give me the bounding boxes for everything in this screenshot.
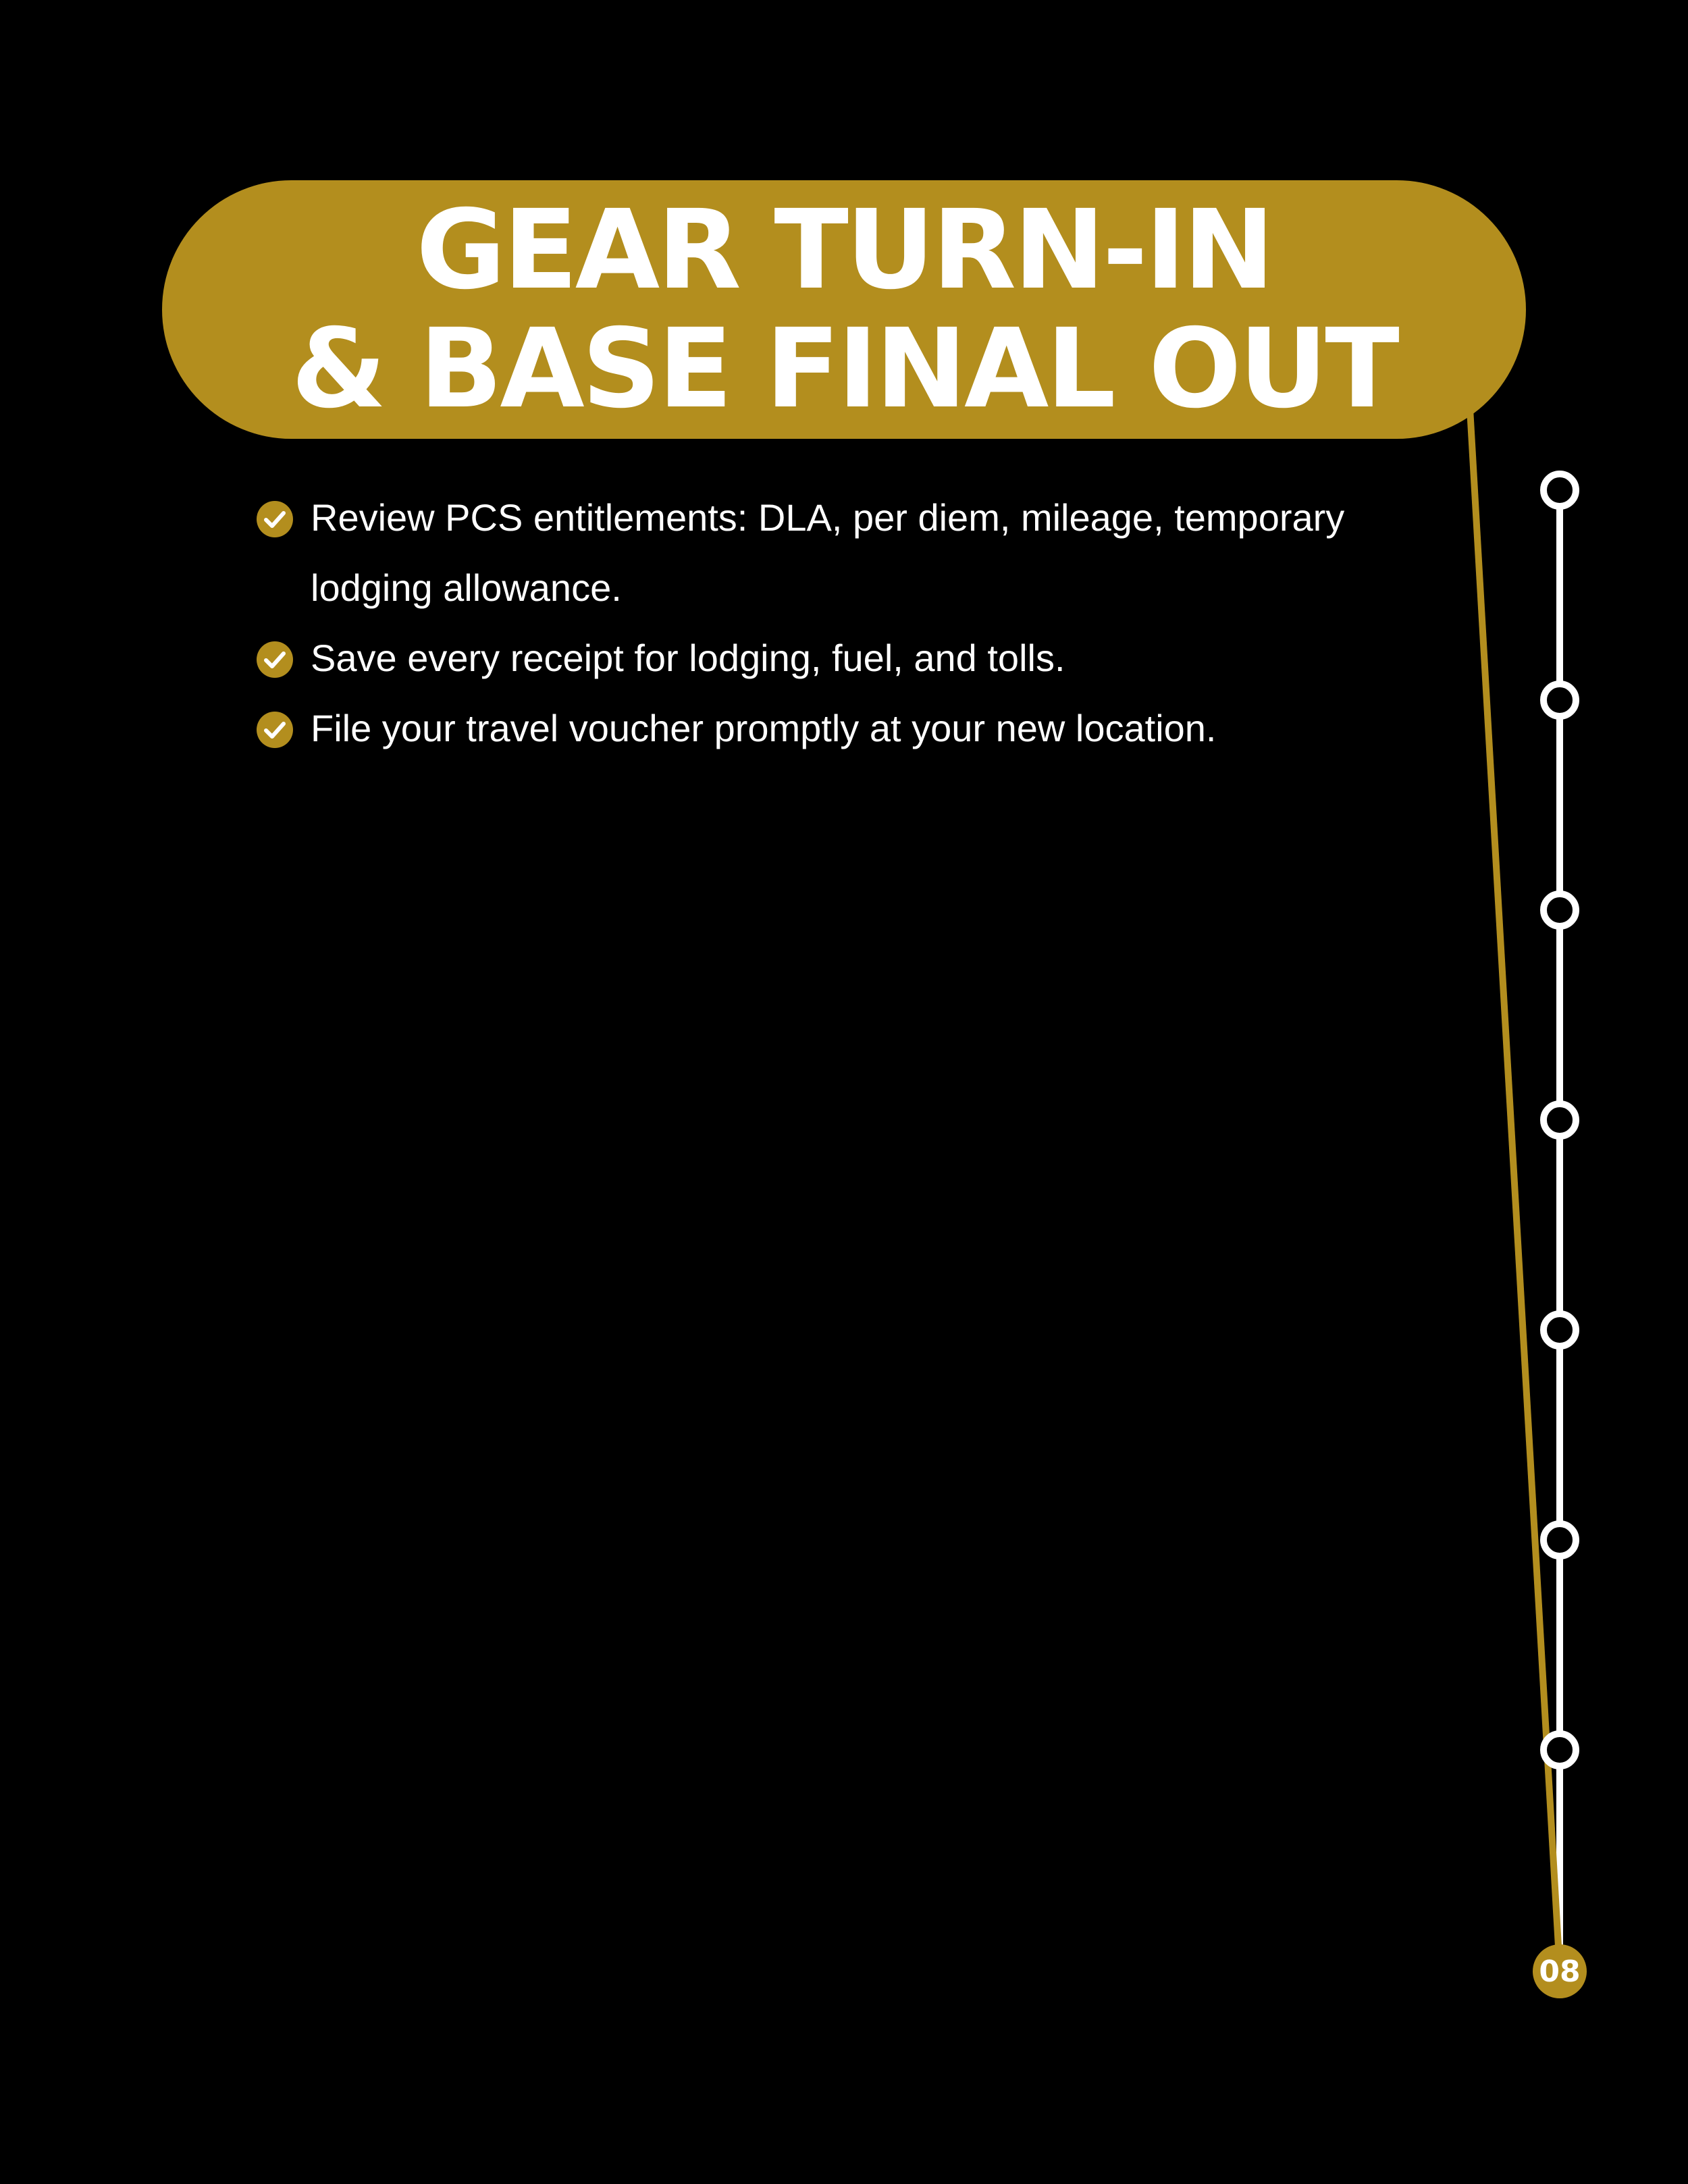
checklist-item-text: Save every receipt for lodging, fuel, an… xyxy=(311,637,1065,679)
checklist-item-text: File your travel voucher promptly at you… xyxy=(311,707,1217,749)
title-line-2: & BASE FINAL OUT xyxy=(291,305,1400,433)
checklist-item: Save every receipt for lodging, fuel, an… xyxy=(257,623,1445,693)
timeline-node xyxy=(1540,471,1579,510)
timeline-node xyxy=(1540,1730,1579,1769)
check-circle-icon xyxy=(257,712,293,748)
timeline-node xyxy=(1540,681,1579,720)
page-number-badge: 08 xyxy=(1533,1944,1587,1998)
check-circle-icon xyxy=(257,501,293,537)
timeline-node xyxy=(1540,1100,1579,1140)
checklist: Review PCS entitlements: DLA, per diem, … xyxy=(257,483,1445,764)
checklist-item-text: Review PCS entitlements: DLA, per diem, … xyxy=(311,496,1345,609)
checklist-item: Review PCS entitlements: DLA, per diem, … xyxy=(257,483,1445,623)
checklist-item: File your travel voucher promptly at you… xyxy=(257,693,1445,764)
timeline-nodes xyxy=(1540,471,1579,1769)
connector-line xyxy=(1467,408,1563,1971)
timeline-node xyxy=(1540,890,1579,930)
timeline-node xyxy=(1540,1520,1579,1560)
title-line-1: GEAR TURN-IN xyxy=(416,186,1275,314)
check-circle-icon xyxy=(257,641,293,678)
timeline-node xyxy=(1540,1310,1579,1350)
title-banner: GEAR TURN-IN & BASE FINAL OUT xyxy=(162,180,1526,439)
